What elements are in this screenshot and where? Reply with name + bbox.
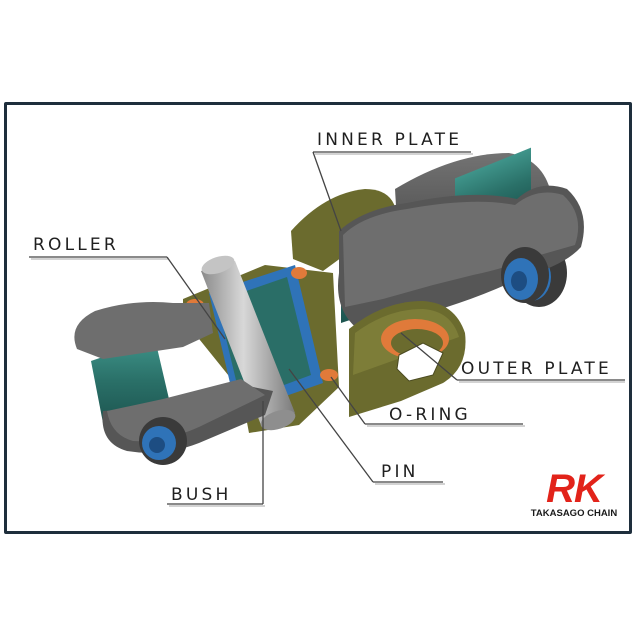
leader-roller: [29, 256, 226, 340]
label-outer-plate: OUTER PLATE: [461, 359, 612, 379]
leader-bush: [167, 401, 265, 507]
leader-outer-plate: [400, 332, 625, 383]
diagram-frame: INNER PLATE ROLLER OUTER PLATE O-RING PI…: [4, 102, 632, 534]
rk-logo: RK TAKASAGO CHAIN: [528, 467, 620, 519]
o-ring-section-3: [291, 267, 307, 279]
logo-tagline: TAKASAGO CHAIN: [530, 508, 618, 519]
label-inner-plate: INNER PLATE: [317, 130, 462, 150]
outer-plate-pin-hole: [396, 342, 444, 382]
label-bush: BUSH: [171, 485, 231, 505]
front-outer-plate-left: [74, 302, 213, 359]
chain-diagram: INNER PLATE ROLLER OUTER PLATE O-RING PI…: [29, 130, 625, 507]
logo-mark: RK: [546, 467, 603, 511]
leader-o-ring: [330, 376, 525, 427]
leader-pin: [288, 368, 445, 485]
label-roller: ROLLER: [33, 235, 119, 255]
label-pin: PIN: [381, 462, 419, 482]
pin-body: [201, 261, 295, 425]
label-o-ring: O-RING: [389, 405, 471, 425]
leader-inner-plate: [312, 151, 473, 232]
o-ring-section-4: [320, 369, 338, 381]
